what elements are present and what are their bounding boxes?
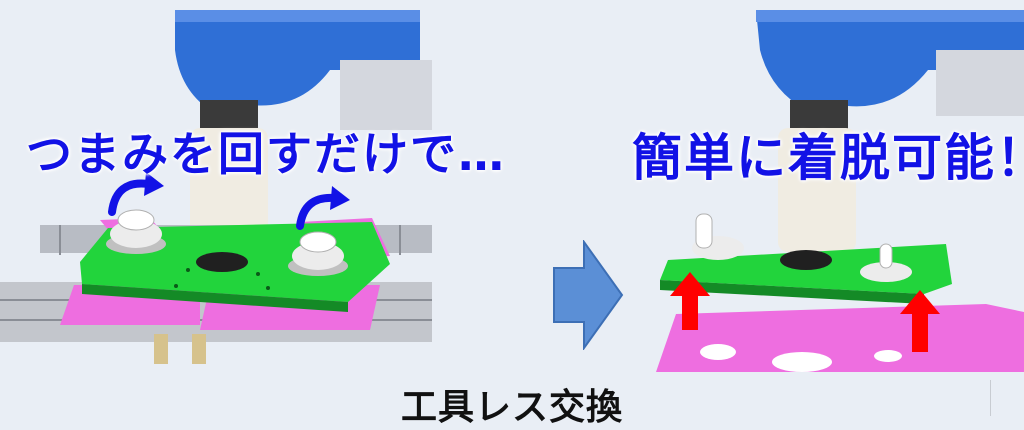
robot-arm <box>175 10 420 110</box>
arrow-up-icon <box>900 290 940 352</box>
divider <box>990 380 991 416</box>
spindle <box>200 100 258 130</box>
caption-easy-detach: 簡単に着脱可能！ <box>632 129 1024 187</box>
knob-left <box>106 209 166 254</box>
robot-arm <box>756 10 1024 110</box>
curved-arrow-icon <box>296 186 350 230</box>
after-image <box>656 0 1024 372</box>
detached-plate-illustration <box>656 10 1024 372</box>
knob-plate-illustration <box>0 10 432 364</box>
before-image <box>0 0 432 364</box>
arrow-up-icon <box>670 272 710 330</box>
curved-arrow-icon <box>108 172 164 216</box>
caption-turn-knob: つまみを回すだけで… <box>26 127 506 181</box>
arrow-right-icon <box>553 240 624 350</box>
cylinder <box>778 128 856 252</box>
knob-right <box>288 231 348 276</box>
knob-left <box>692 213 744 260</box>
footer-title: 工具レス交換 <box>400 387 623 428</box>
knob-right <box>860 243 912 282</box>
magenta-plate <box>656 304 1024 372</box>
cylinder <box>190 128 268 248</box>
